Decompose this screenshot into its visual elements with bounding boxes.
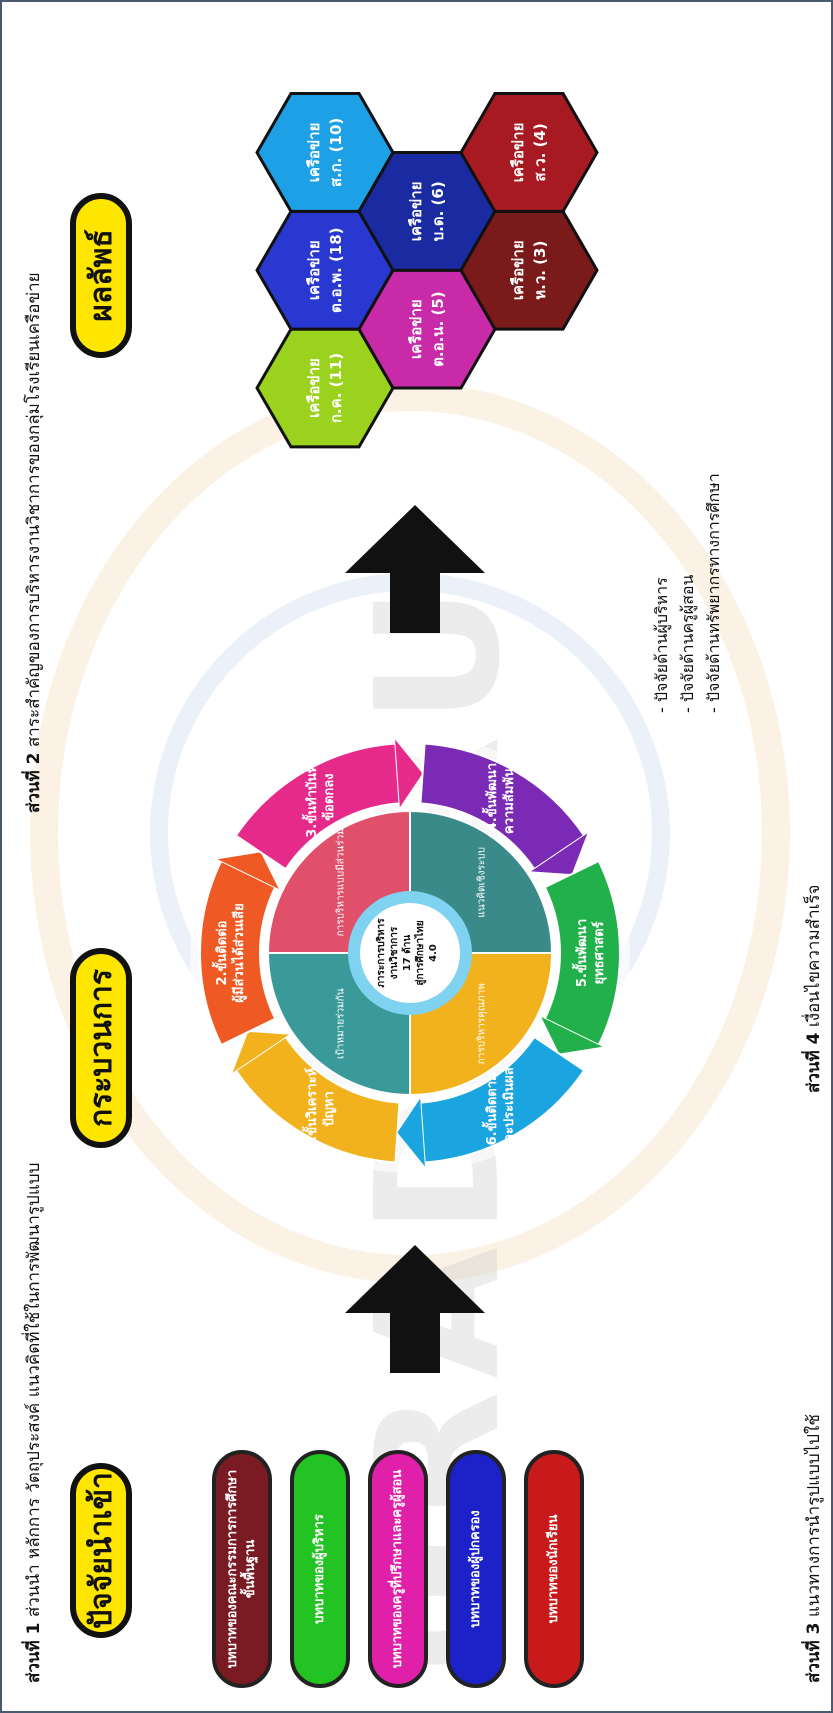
process-step-5 [543, 859, 621, 1047]
process-step-arrowhead [395, 739, 423, 808]
process-center-text: ภาระการบริหาร [375, 918, 387, 988]
network-code: ส.ก. (10) [327, 118, 345, 187]
network-code: ส.ว. (4) [531, 123, 549, 181]
success-factor-list: - ปัจจัยด้านผู้บริหาร - ปัจจัยด้านครูผู้… [650, 473, 728, 713]
header-part2: ส่วนที่ 2 สาระสำคัญของการบริหารงานวิชากา… [24, 272, 44, 813]
input-factor-5: บทบาทของนักเรียน [524, 1450, 584, 1688]
process-step-arrowhead [217, 852, 279, 889]
process-step-arrowhead [397, 1098, 425, 1167]
network-label: เครือข่าย [305, 358, 323, 418]
process-step-sublabel: และประเมินผล [502, 1067, 517, 1150]
process-step-sublabel: ยุทธศาสตร์ [591, 921, 607, 984]
network-label: เครือข่าย [509, 123, 527, 183]
title-output: ผลลัพธ์ [70, 193, 132, 358]
process-step-arrowhead [232, 1031, 289, 1073]
process-step-label: 2.ขั้นติดต่อ [211, 921, 230, 986]
network-code: ก.ค. (11) [327, 353, 345, 423]
process-step-arrowhead [531, 833, 588, 875]
input-factor-2: บทบาทของผู้บริหาร [290, 1450, 350, 1688]
network-code: ต.อ.พ. (18) [327, 227, 345, 313]
process-center-text: งานวิชาการ [388, 926, 400, 979]
network-code: บ.ด. (6) [429, 181, 447, 241]
network-label: เครือข่าย [407, 299, 425, 359]
network-code: ต.อ.น. (5) [429, 291, 447, 366]
process-step-sublabel: ความสัมพันธ์ [501, 760, 517, 834]
process-step-label: 6.ขั้นติดตาม [481, 1072, 500, 1145]
process-center-text: 4.0 [428, 944, 439, 962]
network-code: ห.ว. (3) [531, 241, 549, 300]
process-center-text: 17 ด้าน [401, 935, 413, 972]
network-label: เครือข่าย [407, 181, 425, 241]
process-step-3 [234, 742, 401, 871]
header-part1: ส่วนที่ 1 ส่วนนำ หลักการ วัตถุประสงค์ แน… [24, 1162, 44, 1683]
process-step-4 [419, 742, 586, 871]
process-step-6 [419, 1035, 586, 1164]
header-part4: ส่วนที่ 4 เงื่อนไขความสำเร็จ [804, 884, 824, 1093]
process-inner-label: การบริหารคุณภาพ [477, 983, 488, 1064]
network-hexagon [459, 92, 599, 213]
process-center-text: สู่การศึกษาไทย [413, 920, 427, 985]
success-factor-item: - ปัจจัยด้านผู้บริหาร [652, 577, 671, 713]
success-factor-item: - ปัจจัยด้านครูผู้สอน [678, 574, 697, 713]
process-step-sublabel: ปัญหา [322, 1091, 337, 1126]
input-factor-3: บทบาทของครูที่ปรึกษาและครูผู้สอน [368, 1450, 428, 1688]
input-factor-1: บทบาทของคณะกรรมการการศึกษาขั้นพื้นฐาน [212, 1450, 272, 1688]
input-factor-4: บทบาทของผู้ปกครอง [446, 1450, 506, 1688]
network-label: เครือข่าย [305, 240, 323, 300]
network-label: เครือข่าย [305, 123, 323, 183]
network-hexagons: เครือข่ายก.ค. (11)เครือข่ายต.อ.พ. (18)เค… [255, 92, 599, 449]
process-inner-label: เป้าหมายร่วมกัน [334, 988, 346, 1059]
success-factor-item: - ปัจจัยด้านทรัพยากรทางการศึกษา [704, 473, 723, 713]
process-step-label: 5.ขั้นพัฒนา [571, 919, 590, 987]
arrow-process-output [345, 505, 485, 633]
title-input: ปัจจัยนำเข้า [70, 1463, 132, 1638]
process-step-1 [234, 1035, 401, 1164]
process-step-label: 4.ขั้นพัฒนา [481, 763, 500, 831]
process-step-label: 3.ขั้นทำบันทึก [301, 756, 320, 837]
process-wheel: 1.ขั้นวิเคราะห์ปัญหา 2.ขั้นติดต่อผู้มีส่ว… [190, 733, 630, 1173]
network-label: เครือข่าย [509, 240, 527, 300]
header-part3: ส่วนที่ 3 แนวทางการนำรูปแบบไปใช้ [804, 1414, 824, 1683]
process-step-arrowhead [541, 1017, 603, 1054]
process-center [360, 903, 460, 1003]
process-inner-label: การบริหารแบบมีส่วนร่วม [334, 828, 346, 936]
process-step-sublabel: ข้อตกลง [321, 773, 337, 820]
title-process: กระบวนการ [70, 948, 132, 1148]
process-inner-label: แนวคิดเชิงระบบ [477, 847, 488, 918]
arrow-input-process [345, 1245, 485, 1373]
process-step-label: 1.ขั้นวิเคราะห์ [301, 1068, 320, 1150]
process-step-sublabel: ผู้มีส่วนได้ส่วนเสีย [230, 903, 247, 1002]
